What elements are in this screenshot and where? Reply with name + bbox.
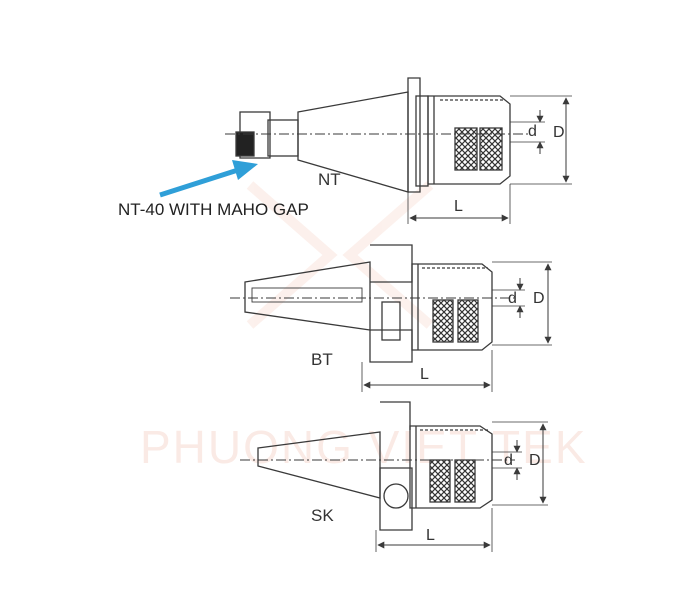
nt-dim-d: d [528,123,537,140]
sk-label: SK [311,506,334,525]
nt-label: NT [318,170,341,189]
callout-arrow [159,160,258,198]
nt-dim-L: L [454,198,463,215]
bt-label: BT [311,350,333,369]
sk-tool [240,401,548,552]
sk-dim-D: D [529,452,541,469]
bt-dim-d: d [508,290,517,307]
callout-label: NT-40 WITH MAHO GAP [118,200,309,219]
bt-tool [230,244,552,392]
sk-dim-d: d [504,452,513,469]
nt-dim-D: D [553,124,565,141]
bt-dim-L: L [420,366,429,383]
bt-dim-D: D [533,290,545,307]
watermark-text: PHUONG VIET TEK [140,421,588,473]
nt-tool [225,77,572,224]
sk-dim-L: L [426,527,435,544]
